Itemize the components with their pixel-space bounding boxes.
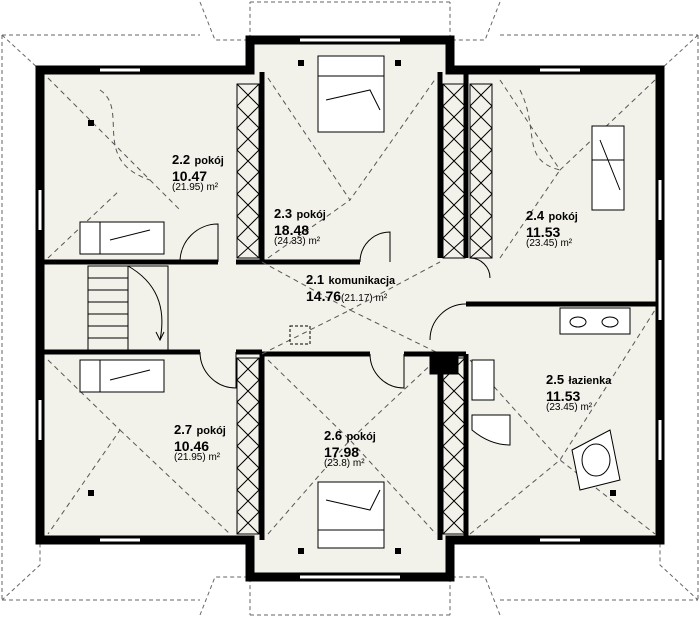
room-gross-area: (21.17) m² (341, 292, 388, 304)
room-label-2-6: 2.6 pokój 17.98 (23.8) m² (324, 428, 376, 470)
room-number: 2.1 (306, 272, 325, 287)
room-area: 18.48 (274, 221, 310, 238)
windows (38, 38, 662, 579)
outer-walls (35, 35, 665, 582)
room-label-2-2: 2.2 pokój 10.47 (21.95) m² (172, 152, 224, 194)
staircase (87, 265, 169, 351)
room-number: 2.3 (274, 206, 293, 221)
room-name: pokój (296, 209, 326, 221)
column-markers (88, 60, 616, 554)
bathroom-fixtures (429, 307, 631, 491)
room-gross-area: (23.45) m² (546, 402, 593, 414)
room-area: 11.53 (546, 387, 581, 404)
room-gross-area: (21.95) m² (174, 452, 221, 464)
chimney (289, 325, 311, 345)
room-name: łazienka (568, 375, 612, 387)
room-name: pokój (346, 431, 376, 443)
room-number: 2.7 (174, 422, 193, 437)
room-label-2-7: 2.7 pokój 10.46 (21.95) m² (174, 422, 226, 464)
room-area: 11.53 (526, 223, 561, 240)
room-gross-area: (21.95) m² (172, 182, 219, 194)
room-number: 2.5 (546, 372, 565, 387)
room-area: 10.46 (174, 437, 210, 454)
room-area: 17.98 (324, 443, 360, 460)
room-gross-area: (23.45) m² (526, 238, 573, 250)
room-name: pokój (196, 425, 226, 437)
room-area: 10.47 (172, 167, 208, 184)
room-label-2-3: 2.3 pokój 18.48 (24.33) m² (274, 206, 326, 248)
ceiling-lines (47, 77, 656, 535)
room-name: pokój (194, 155, 224, 167)
room-gross-area: (23.8) m² (324, 458, 365, 470)
inner-walls (40, 72, 660, 540)
room-label-2-4: 2.4 pokój 11.53 (23.45) m² (526, 208, 578, 250)
room-name: komunikacja (328, 275, 396, 287)
room-number: 2.6 (324, 428, 343, 443)
room-area: 14.76 (306, 287, 342, 304)
room-label-2-1: 2.1 komunikacja 14.76(21.17) m² (306, 272, 395, 306)
wardrobes (236, 83, 493, 535)
room-name: pokój (548, 211, 578, 223)
doors (179, 223, 491, 389)
room-label-2-5: 2.5 łazienka 11.53 (23.45) m² (546, 372, 611, 414)
room-number: 2.2 (172, 152, 191, 167)
beds (79, 55, 625, 549)
room-number: 2.4 (526, 208, 545, 223)
room-gross-area: (24.33) m² (274, 236, 321, 248)
